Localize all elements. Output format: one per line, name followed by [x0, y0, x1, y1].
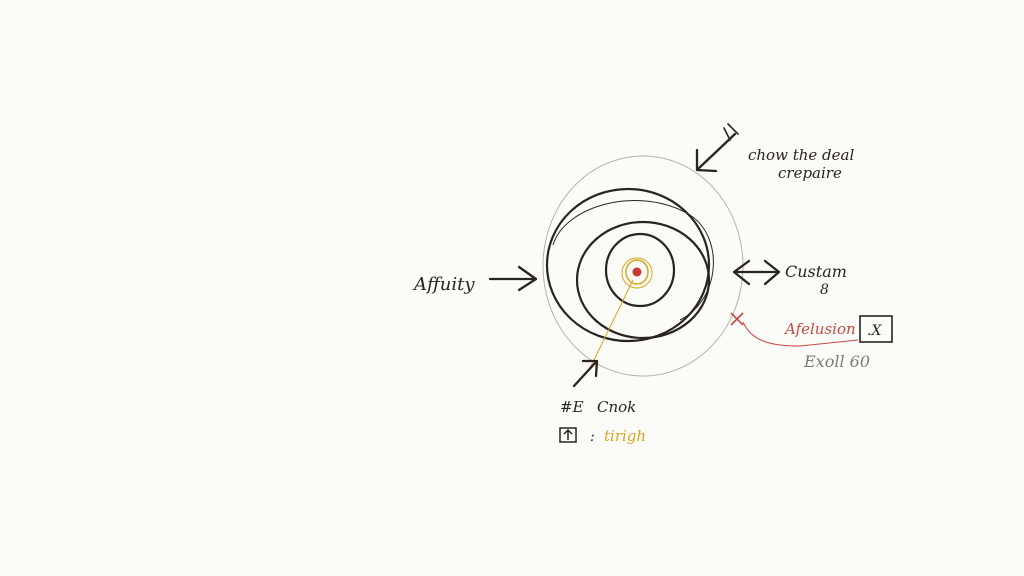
right-double-arrow [732, 259, 781, 286]
red-annotation: Afelusion .X [730, 312, 893, 347]
gray-note-label: Exoll 60 [803, 352, 870, 371]
concentric-rings [542, 155, 744, 377]
bottom-line2-label: tirigh [604, 427, 646, 445]
core-ring [604, 232, 676, 308]
bottom-line2-separator: : [590, 429, 595, 445]
box-icon [859, 315, 893, 343]
right-label: Custam [785, 262, 847, 281]
left-label: Affuity [412, 274, 475, 295]
box-mark: .X [867, 323, 882, 339]
left-arrow [488, 265, 538, 292]
house-icon [559, 427, 577, 443]
inner-ring [575, 220, 711, 340]
yellow-guide-line [589, 279, 634, 369]
red-connector-line [742, 321, 859, 347]
bottom-line1-label: Cnok [597, 398, 636, 416]
bottom-line1-mark: #E [560, 398, 584, 416]
right-sublabel: 8 [820, 282, 829, 298]
yellow-ring-inner [625, 259, 649, 285]
top-right-arrow [695, 123, 739, 173]
arrows [488, 123, 781, 388]
center-dot [632, 267, 642, 277]
cross-mark-icon [730, 312, 744, 326]
middle-ring [545, 187, 711, 343]
top-note-line2: crepaire [778, 164, 842, 182]
bottom-arrow [572, 359, 599, 388]
red-note-label: Afelusion [783, 320, 856, 338]
yellow-ring-outer [621, 257, 653, 289]
top-note-line1: chow the deal [748, 146, 854, 164]
